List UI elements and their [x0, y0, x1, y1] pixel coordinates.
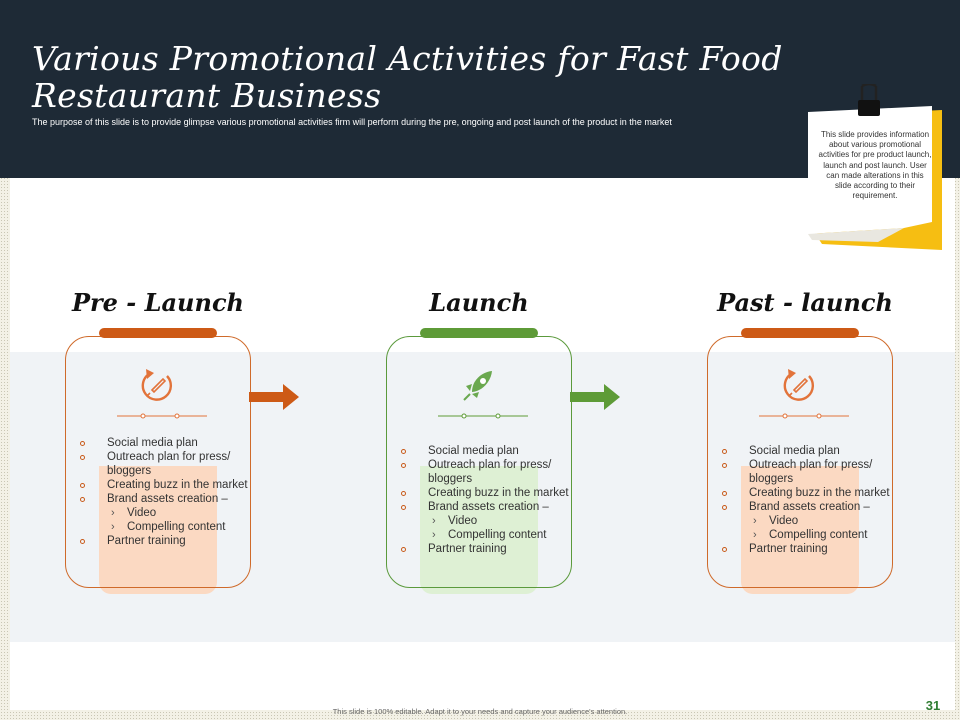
arrow-right-icon: [570, 384, 620, 410]
sticky-note: This slide provides information about va…: [808, 84, 942, 250]
slide-header: Various Promotional Activities for Fast …: [0, 0, 960, 178]
list-item: Partner training: [398, 542, 572, 556]
divider-line: [759, 413, 849, 419]
list-item: Brand assets creation –: [77, 492, 251, 506]
stage-card-launch: Social media plan Outreach plan for pres…: [386, 328, 572, 596]
stage-title-launch: Launch: [429, 288, 529, 317]
list-item: Creating buzz in the market: [719, 486, 893, 500]
activity-list: Social media plan Outreach plan for pres…: [398, 444, 572, 556]
activity-list: Social media plan Outreach plan for pres…: [77, 436, 251, 548]
sticky-note-paper: [808, 106, 942, 250]
slide-title: Various Promotional Activities for Fast …: [32, 39, 783, 115]
list-item: Creating buzz in the market: [398, 486, 572, 500]
card-tab: [741, 328, 859, 338]
list-item: Social media plan: [77, 436, 251, 450]
list-item: Social media plan: [398, 444, 572, 458]
sub-list-item: Compelling content: [719, 528, 893, 542]
sub-list-item: Video: [398, 514, 572, 528]
sub-list-item: Compelling content: [77, 520, 251, 534]
list-item: Social media plan: [719, 444, 893, 458]
stage-title-pre-launch: Pre - Launch: [71, 288, 245, 317]
rocket-refresh-icon: [141, 369, 172, 401]
divider-line: [438, 413, 528, 419]
card-tab: [420, 328, 538, 338]
list-item: Outreach plan for press/ bloggers: [77, 450, 251, 478]
list-item: Partner training: [719, 542, 893, 556]
rocket-icon: [463, 371, 492, 401]
sub-list-item: Video: [719, 514, 893, 528]
page-number: 31: [925, 698, 941, 713]
list-item: Partner training: [77, 534, 251, 548]
rocket-refresh-icon: [783, 369, 814, 401]
stage-card-pre-launch: Social media plan Outreach plan for pres…: [65, 328, 251, 596]
list-item: Brand assets creation –: [719, 500, 893, 514]
slide-subtitle: The purpose of this slide is to provide …: [32, 117, 672, 127]
binder-clip-icon: [858, 84, 880, 116]
list-item: Creating buzz in the market: [77, 478, 251, 492]
list-item: Outreach plan for press/ bloggers: [719, 458, 893, 486]
stage-title-post-launch: Past - launch: [717, 288, 893, 317]
sticky-note-text: This slide provides information about va…: [818, 130, 932, 201]
arrow-right-icon: [249, 384, 299, 410]
slide-footer: This slide is 100% editable. Adapt it to…: [332, 707, 628, 716]
list-item: Outreach plan for press/ bloggers: [398, 458, 572, 486]
sub-list-item: Compelling content: [398, 528, 572, 542]
stage-card-post-launch: Social media plan Outreach plan for pres…: [707, 328, 893, 596]
list-item: Brand assets creation –: [398, 500, 572, 514]
activity-list: Social media plan Outreach plan for pres…: [719, 444, 893, 556]
card-tab: [99, 328, 217, 338]
divider-line: [117, 413, 207, 419]
sub-list-item: Video: [77, 506, 251, 520]
